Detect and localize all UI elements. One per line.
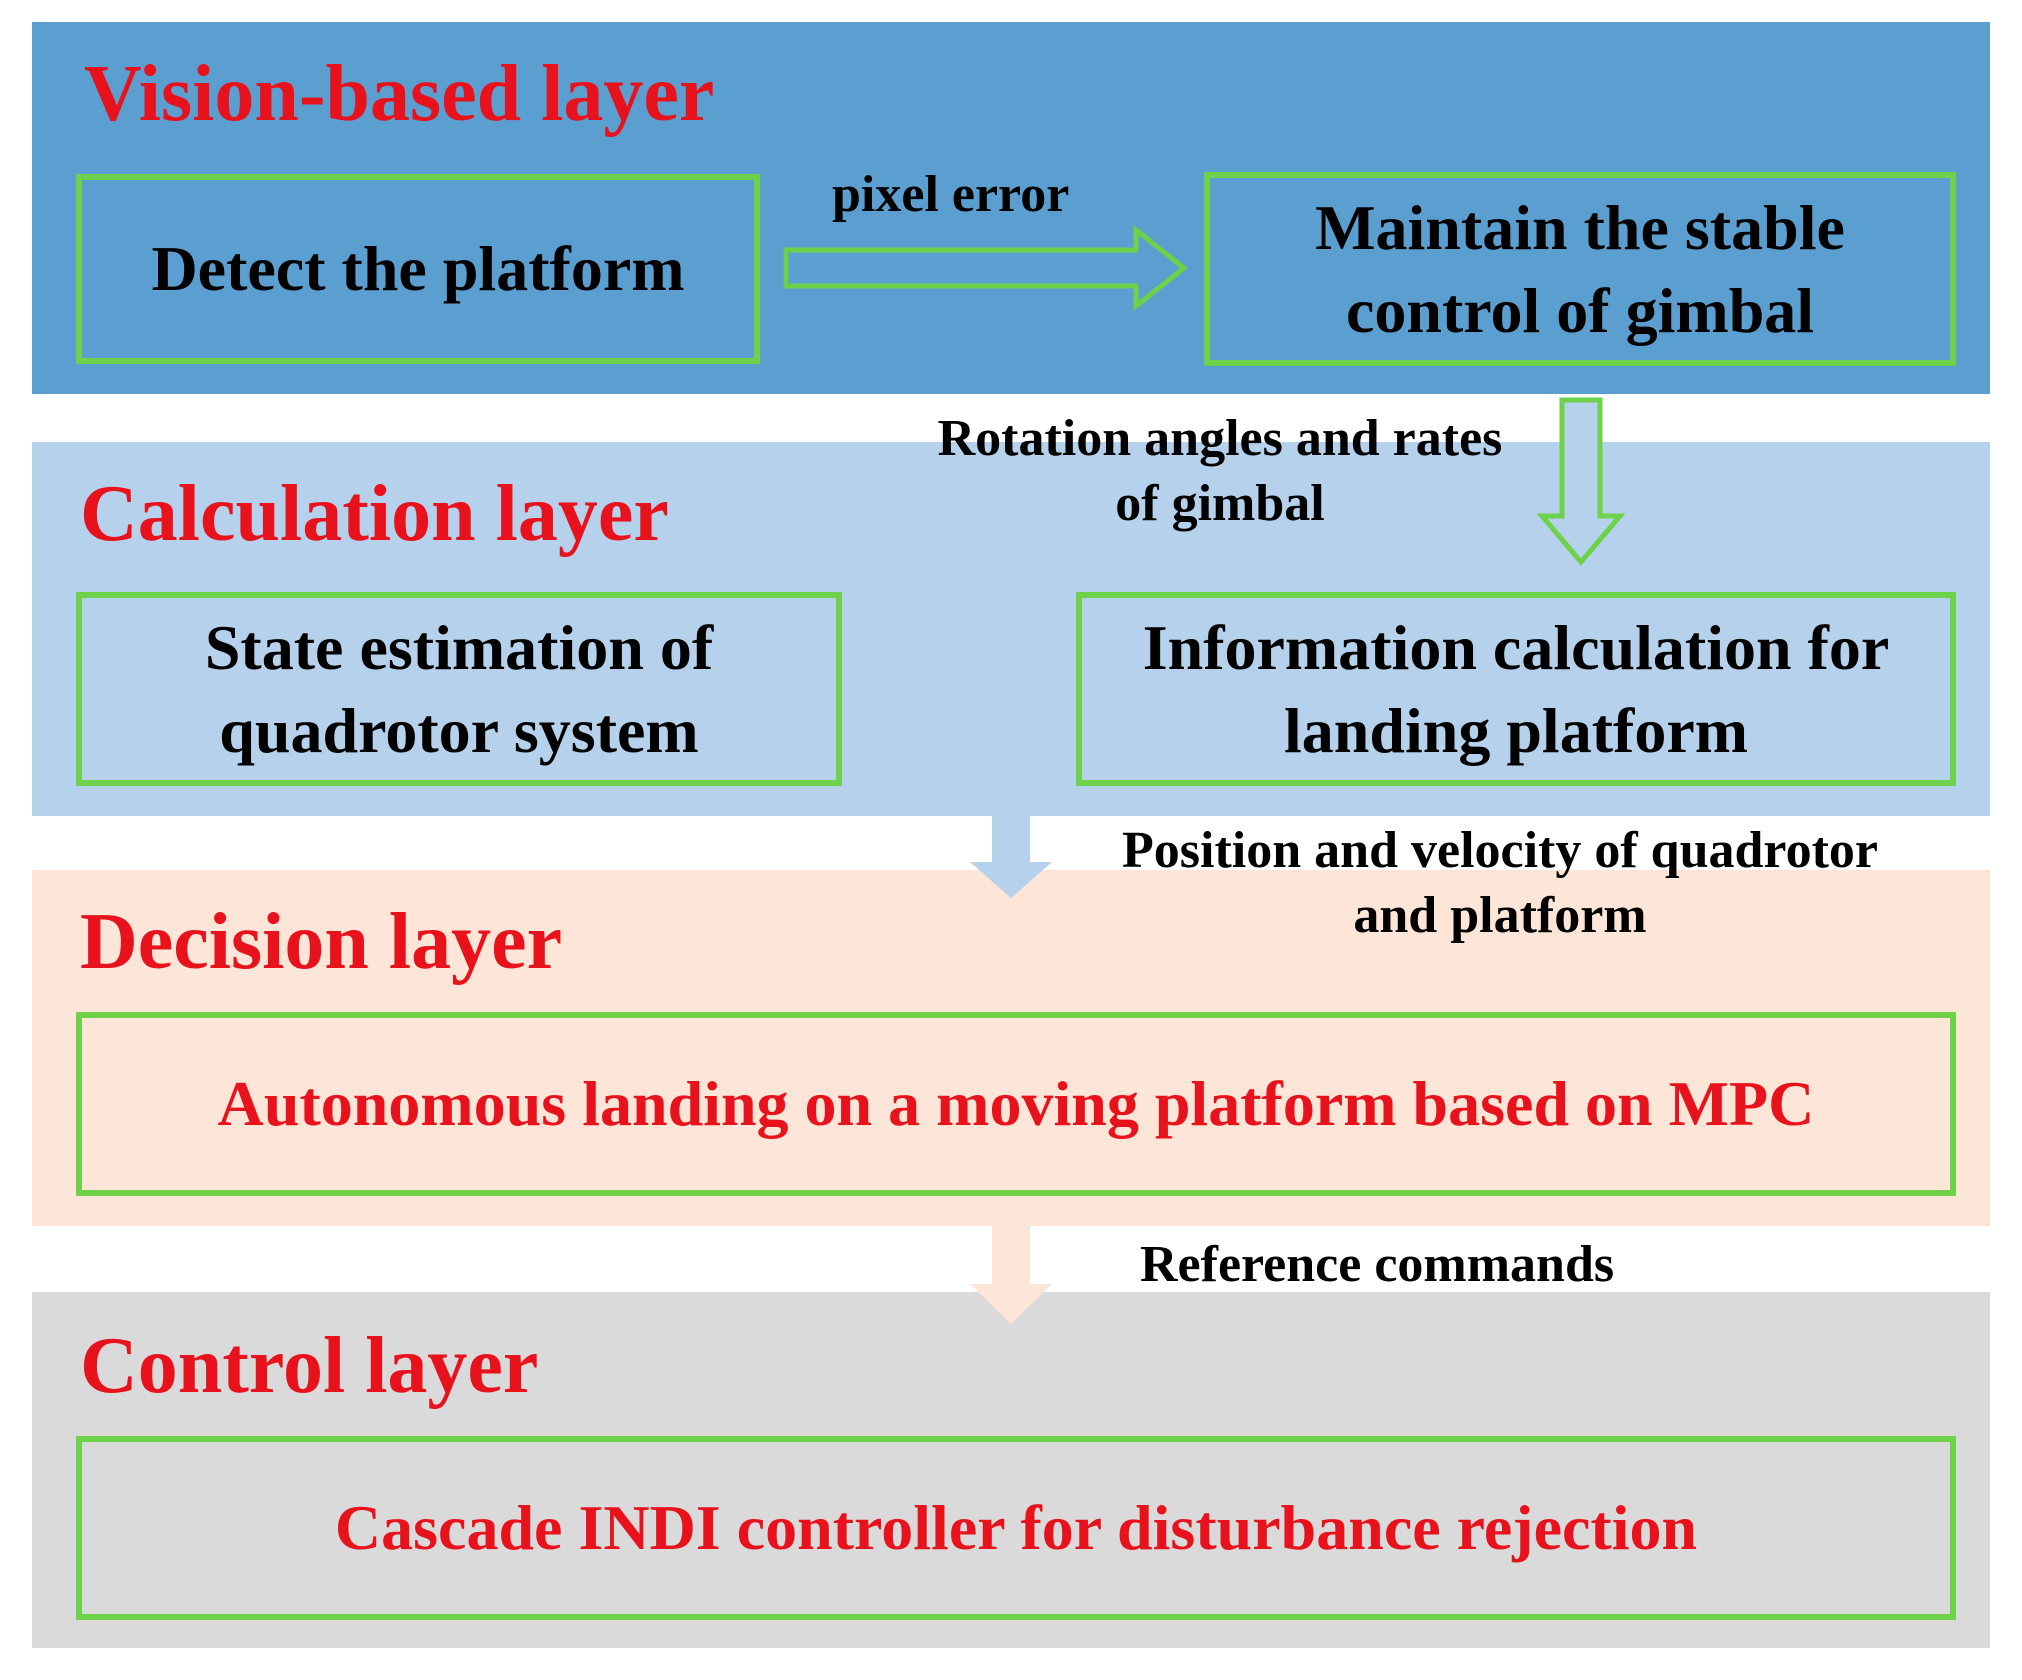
position-label-line1: Position and velocity of quadrotor bbox=[1122, 822, 1878, 879]
position-arrow bbox=[970, 816, 1052, 898]
calculation-layer-panel bbox=[32, 442, 1990, 816]
decision-layer-panel bbox=[32, 870, 1990, 1226]
rotation-label: Rotation angles and rates of gimbal bbox=[920, 406, 1520, 536]
reference-label: Reference commands bbox=[1140, 1236, 1615, 1293]
detect-platform-box: Detect the platform bbox=[76, 174, 760, 364]
state-estimation-box: State estimation of quadrotor system bbox=[76, 592, 842, 786]
control-layer-title: Control layer bbox=[80, 1322, 539, 1410]
information-calculation-text-line1: Information calculation for bbox=[1142, 611, 1890, 683]
maintain-gimbal-box: Maintain the stable control of gimbal bbox=[1204, 172, 1956, 366]
position-label: Position and velocity of quadrotor and p… bbox=[1090, 818, 1910, 948]
information-calculation-box: Information calculation for landing plat… bbox=[1076, 592, 1956, 786]
control-layer-panel bbox=[32, 1292, 1990, 1648]
reference-arrow bbox=[970, 1226, 1052, 1324]
autonomous-landing-box: Autonomous landing on a moving platform … bbox=[76, 1012, 1956, 1196]
calculation-layer-title: Calculation layer bbox=[80, 470, 669, 558]
state-estimation-text-line2: quadrotor system bbox=[219, 695, 699, 766]
cascade-indi-text: Cascade INDI controller for disturbance … bbox=[334, 1492, 1698, 1564]
rotation-label-line1: Rotation angles and rates bbox=[937, 410, 1503, 467]
maintain-gimbal-text-line2: control of gimbal bbox=[1345, 275, 1815, 346]
cascade-indi-box: Cascade INDI controller for disturbance … bbox=[76, 1436, 1956, 1620]
vision-layer-title: Vision-based layer bbox=[84, 50, 715, 138]
rotation-arrow bbox=[1536, 397, 1626, 566]
information-calculation-text-line2: landing platform bbox=[1283, 695, 1749, 766]
pixel-error-label: pixel error bbox=[832, 166, 1070, 223]
autonomous-landing-text: Autonomous landing on a moving platform … bbox=[217, 1068, 1815, 1140]
pixel-error-arrow bbox=[783, 224, 1189, 312]
detect-platform-text: Detect the platform bbox=[151, 233, 685, 305]
maintain-gimbal-text-line1: Maintain the stable bbox=[1315, 191, 1845, 263]
rotation-label-line2: of gimbal bbox=[1115, 475, 1325, 532]
decision-layer-title: Decision layer bbox=[80, 898, 563, 986]
state-estimation-text-line1: State estimation of bbox=[204, 611, 714, 683]
position-label-line2: and platform bbox=[1353, 887, 1647, 944]
vision-layer-panel bbox=[32, 22, 1990, 394]
